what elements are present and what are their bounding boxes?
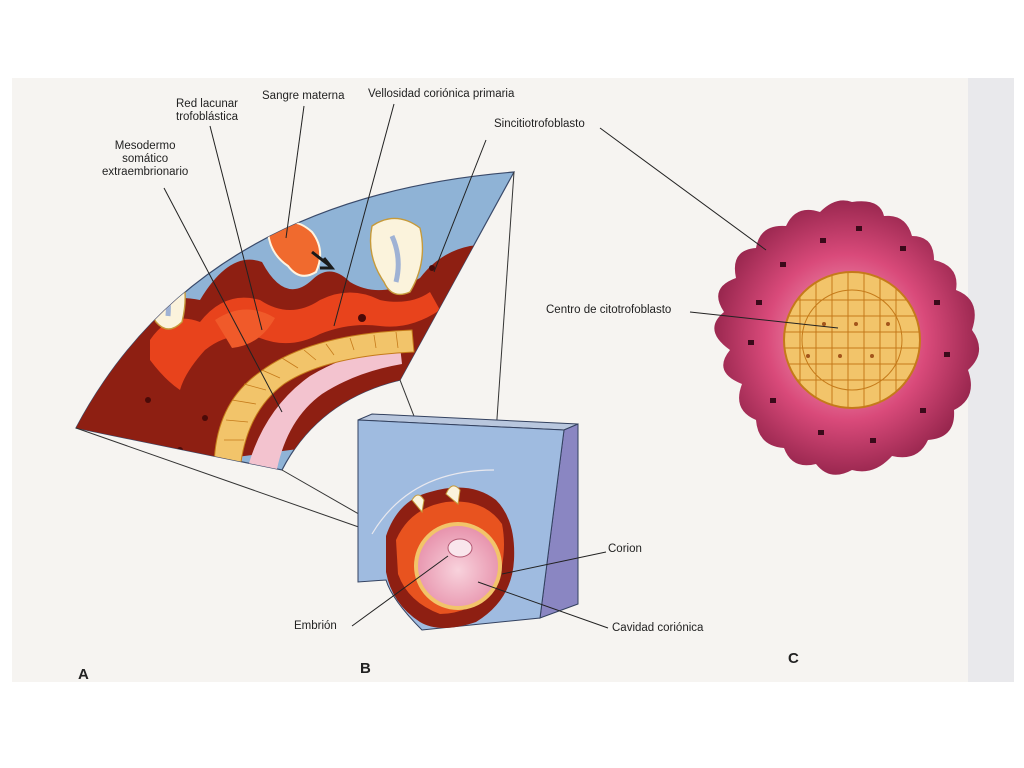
label-cavidad-corionica: Cavidad coriónica	[612, 622, 704, 634]
villus-nuclei	[748, 226, 950, 443]
chorionic-cavity	[414, 522, 502, 610]
embryo-shape	[447, 538, 473, 558]
lacunar-pocket	[215, 309, 275, 348]
maternal-blood-pocket	[266, 221, 322, 277]
label-sangre-materna: Sangre materna	[262, 90, 345, 102]
panel-c-villus	[714, 200, 980, 475]
panel-letter-c: C	[788, 650, 799, 667]
label-embrion: Embrión	[294, 620, 337, 632]
label-corion: Corion	[608, 543, 642, 555]
label-red-lacunar: Red lacunar trofoblástica	[176, 98, 239, 123]
cytotrophoblast-core	[783, 271, 921, 409]
blood-arrow	[311, 250, 336, 270]
label-sincitiotrofoblasto: Sincitiotrofoblasto	[494, 118, 585, 130]
panel-letter-a: A	[78, 666, 89, 683]
mesoderm-band	[246, 346, 402, 470]
magnified-arc	[371, 469, 495, 535]
label-mesodermo: Mesodermo somático extraembrionario	[102, 140, 189, 178]
leader-lines	[163, 103, 839, 629]
block-villus-a	[445, 485, 461, 505]
panel-letter-b: B	[360, 660, 371, 677]
page-right-shadow	[968, 78, 1014, 682]
block-villus-b	[411, 494, 425, 514]
cytotrophoblast-cells	[224, 331, 399, 441]
label-centro-citotrofoblasto: Centro de citotrofoblasto	[546, 304, 672, 316]
core-nuclei	[806, 322, 890, 358]
panel-b-block	[357, 413, 579, 631]
label-vellosidad: Vellosidad coriónica primaria	[368, 88, 515, 100]
core-cell-grid	[784, 272, 920, 408]
